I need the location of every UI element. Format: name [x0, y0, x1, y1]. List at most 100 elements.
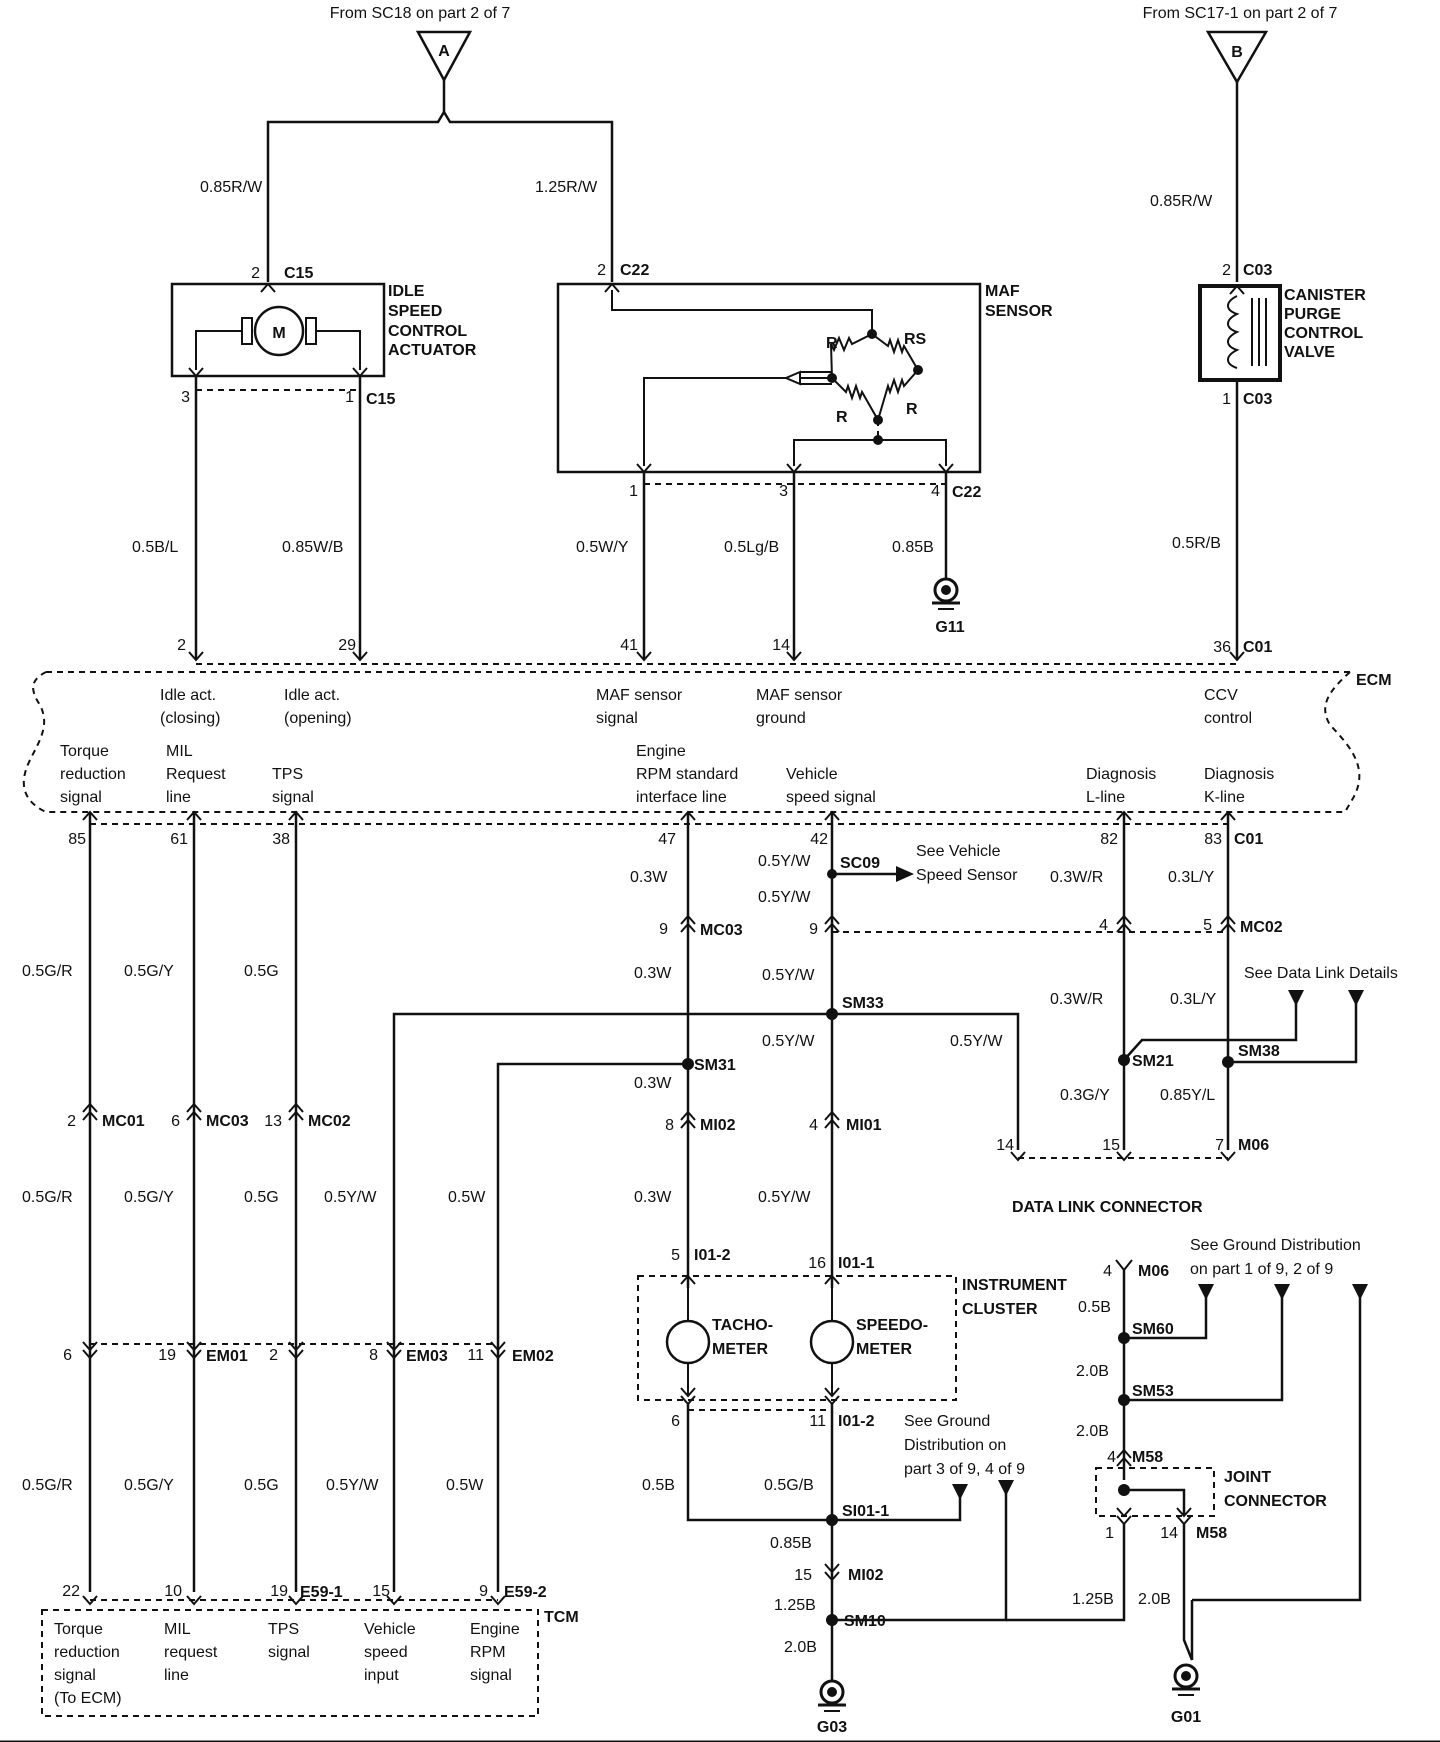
- ecm-pin-label: CCV: [1204, 687, 1238, 704]
- motor-label: M: [272, 325, 285, 342]
- wire-label: 0.5Y/W: [758, 853, 811, 870]
- wire-label: 0.5G/B: [764, 1477, 814, 1494]
- note-label: Distribution on: [904, 1437, 1006, 1454]
- ecm-pin-label: (opening): [284, 710, 352, 727]
- connector-label: MI01: [846, 1117, 882, 1134]
- speedometer-label: METER: [856, 1341, 912, 1358]
- feed-b: From SC17-1 on part 2 of 7 B: [1143, 5, 1337, 282]
- ground-icon: [1170, 1663, 1202, 1697]
- tcm-pin-label: reduction: [54, 1644, 120, 1661]
- component-label: CONTROL: [388, 323, 467, 340]
- wire-label: 0.3L/Y: [1168, 869, 1215, 886]
- idle-speed-control-actuator: 0.85R/W 2 C15 IDLE SPEED CONTROL ACTUATO…: [132, 130, 477, 660]
- wire-label: 0.5G/Y: [124, 1189, 174, 1206]
- pin-label: 10: [164, 1583, 182, 1600]
- connector-label: SM21: [1132, 1053, 1174, 1070]
- wire-label: 0.5Y/W: [324, 1189, 377, 1206]
- connector-label: C22: [620, 262, 649, 279]
- tcm-label: TCM: [544, 1609, 579, 1626]
- tcm-pin-label: input: [364, 1667, 399, 1684]
- pin-label: 41: [620, 637, 638, 654]
- pin-label: 15: [794, 1567, 812, 1584]
- wire-label: 1.25B: [1072, 1591, 1114, 1608]
- component-label: CONNECTOR: [1224, 1493, 1327, 1510]
- connector-label: SM33: [842, 995, 884, 1012]
- tcm-pin-label: MIL: [164, 1621, 191, 1638]
- pin-label: 8: [369, 1347, 378, 1364]
- note-label: See Ground Distribution: [1190, 1237, 1361, 1254]
- wire-label: 0.5W: [448, 1189, 486, 1206]
- tcm-pin-label: (To ECM): [54, 1690, 122, 1707]
- wire-label: 0.3W/R: [1050, 869, 1103, 886]
- tcm-pin-label: signal: [268, 1644, 310, 1661]
- pin-label: 22: [62, 1583, 80, 1600]
- motor-icon: [253, 305, 305, 357]
- maf-sensor: 1.25R/W 2 C22 MAF SENSOR R RS R R 1 3: [535, 130, 1053, 660]
- wire-label: 0.3L/Y: [1170, 991, 1217, 1008]
- ecm-pin-label: MAF sensor: [596, 687, 683, 704]
- ecm-pin-label: Vehicle: [786, 766, 838, 783]
- ecm-pin-label: K-line: [1204, 789, 1245, 806]
- connector-label: SM53: [1132, 1383, 1174, 1400]
- resistor-label: R: [836, 409, 848, 426]
- connector-label: SM38: [1238, 1043, 1280, 1060]
- pin-label: 2: [269, 1347, 278, 1364]
- ecm-pin-label: Engine: [636, 743, 686, 760]
- pin-label: 85: [68, 831, 86, 848]
- component-label: INSTRUMENT: [962, 1277, 1067, 1294]
- connector-label: SI01-1: [842, 1503, 889, 1520]
- ecm-pin-label: signal: [60, 789, 102, 806]
- pin-label: 36: [1213, 639, 1231, 656]
- ecm-label: ECM: [1356, 672, 1392, 689]
- wire-label: 1.25B: [774, 1597, 816, 1614]
- wire-label: 0.5Y/W: [758, 1189, 811, 1206]
- connector-label: M06: [1138, 1263, 1169, 1280]
- connector-label: MC03: [700, 922, 743, 939]
- ecm-pin-label: MIL: [166, 743, 193, 760]
- ecm-pin-label: MAF sensor: [756, 687, 843, 704]
- ecm-pin-label: signal: [272, 789, 314, 806]
- pin-label: 14: [772, 637, 790, 654]
- wire-label: 0.85B: [892, 539, 934, 556]
- wire-label: 0.5W/Y: [576, 539, 629, 556]
- ground-label: G03: [817, 1719, 847, 1736]
- wire-label: 0.3W: [630, 869, 668, 886]
- pin-label: 47: [658, 831, 676, 848]
- pin-label: 14: [1160, 1525, 1178, 1542]
- wire-label: 2.0B: [1076, 1423, 1109, 1440]
- tcm: 22 10 19 E59-1 15 9 E59-2 TCM Torque red…: [41, 1583, 579, 1717]
- wire-label: 0.5G/R: [22, 1477, 73, 1494]
- pin-label: 11: [467, 1347, 484, 1364]
- ecm-pin-label: interface line: [636, 789, 727, 806]
- pin-label: 1: [629, 483, 638, 500]
- ecm-pin-label: Diagnosis: [1204, 766, 1274, 783]
- pin-label: 2: [597, 262, 606, 279]
- tachometer-icon: [665, 1319, 711, 1365]
- wire-label: 0.3G/Y: [1060, 1087, 1110, 1104]
- ground-icon: [816, 1679, 848, 1713]
- connector-label: E59-1: [300, 1584, 343, 1601]
- wire-label: 0.5Y/W: [762, 967, 815, 984]
- pin-label: 15: [372, 1583, 390, 1600]
- wire-label: 0.5G/Y: [124, 963, 174, 980]
- ecm-pin-label: reduction: [60, 766, 126, 783]
- wire-label: 0.5R/B: [1172, 535, 1221, 552]
- connector-label: EM01: [206, 1348, 248, 1365]
- pin-label: 1: [345, 389, 354, 406]
- resistor-label: R: [906, 401, 918, 418]
- tcm-pin-label: signal: [54, 1667, 96, 1684]
- note-label: See Ground: [904, 1413, 990, 1430]
- ecm-pin-label: line: [166, 789, 191, 806]
- wire-label: 0.5G/R: [22, 1189, 73, 1206]
- wire-label: 0.5Y/W: [758, 889, 811, 906]
- wire-label: 0.5B/L: [132, 539, 178, 556]
- pin-label: 4: [1107, 1449, 1116, 1466]
- tcm-pin-label: line: [164, 1667, 189, 1684]
- pin-label: 6: [171, 1113, 180, 1130]
- component-label: SPEED: [388, 303, 442, 320]
- wire-label: 0.5G: [244, 963, 279, 980]
- ground-icon: [930, 577, 962, 611]
- connector-b-label: B: [1231, 44, 1243, 61]
- resistor-label: RS: [904, 331, 927, 348]
- ecm-pin-label: speed signal: [786, 789, 876, 806]
